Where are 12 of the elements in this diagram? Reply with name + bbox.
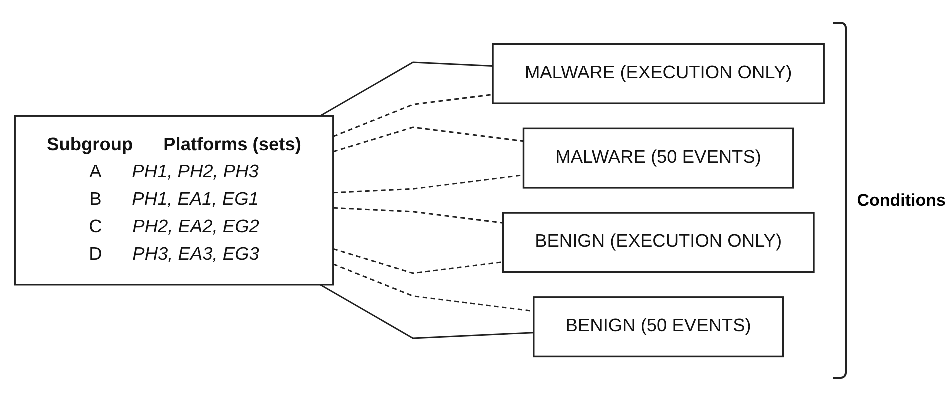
connector — [333, 94, 494, 138]
connector — [333, 248, 504, 274]
node-box: MALWARE (50 EVENTS) — [522, 128, 794, 189]
node-box: MALWARE (EXECUTION ONLY) — [492, 43, 825, 104]
node-box: BENIGN (EXECUTION ONLY) — [502, 212, 815, 274]
node-box: BENIGN (50 EVENTS) — [533, 296, 784, 358]
bracket-label: Conditions — [857, 190, 946, 210]
node-box: Subgroup Platforms (sets) A PH1, PH2, PH3 B PH1, EA1, EG1 C PH2, EA2, EG2 D PH3, EA3, EG3 — [14, 115, 334, 286]
connector — [320, 62, 494, 117]
connector — [333, 126, 524, 153]
connector — [320, 284, 534, 340]
connector — [333, 207, 504, 224]
